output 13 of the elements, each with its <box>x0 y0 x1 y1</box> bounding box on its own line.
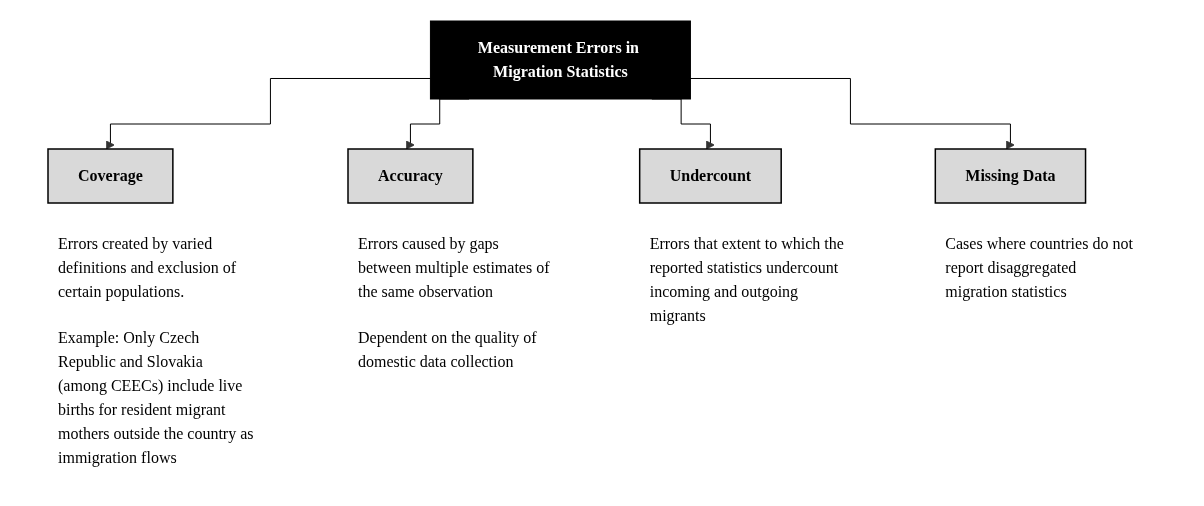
category-box: Accuracy <box>347 148 474 204</box>
description-text: Errors that extent to which the reported statistics undercount incoming and outgoing migrants <box>650 235 845 324</box>
category-box: Undercount <box>639 148 783 204</box>
arrow <box>690 78 1016 150</box>
category-box: Coverage <box>47 148 174 204</box>
description-text: Cases where countries do not report disaggregated migration statistics <box>945 235 1134 300</box>
description-text: Errors caused by gaps between multiple estimates of the same observation <box>358 235 550 300</box>
description-text: Dependent on the quality of domestic data collection <box>358 329 537 370</box>
arrow <box>106 78 432 150</box>
description-text: Errors created by varied definitions and exclusion of certain populations. <box>58 235 237 300</box>
category-box: Missing Data <box>934 148 1087 204</box>
title-box: Measurement Errors in Migration Statistics <box>430 20 692 100</box>
description-text: Example: Only Czech Republic and Slovakia (among CEECs) include live births for resident migrant mothers outside the country as immigration flows <box>58 329 254 466</box>
